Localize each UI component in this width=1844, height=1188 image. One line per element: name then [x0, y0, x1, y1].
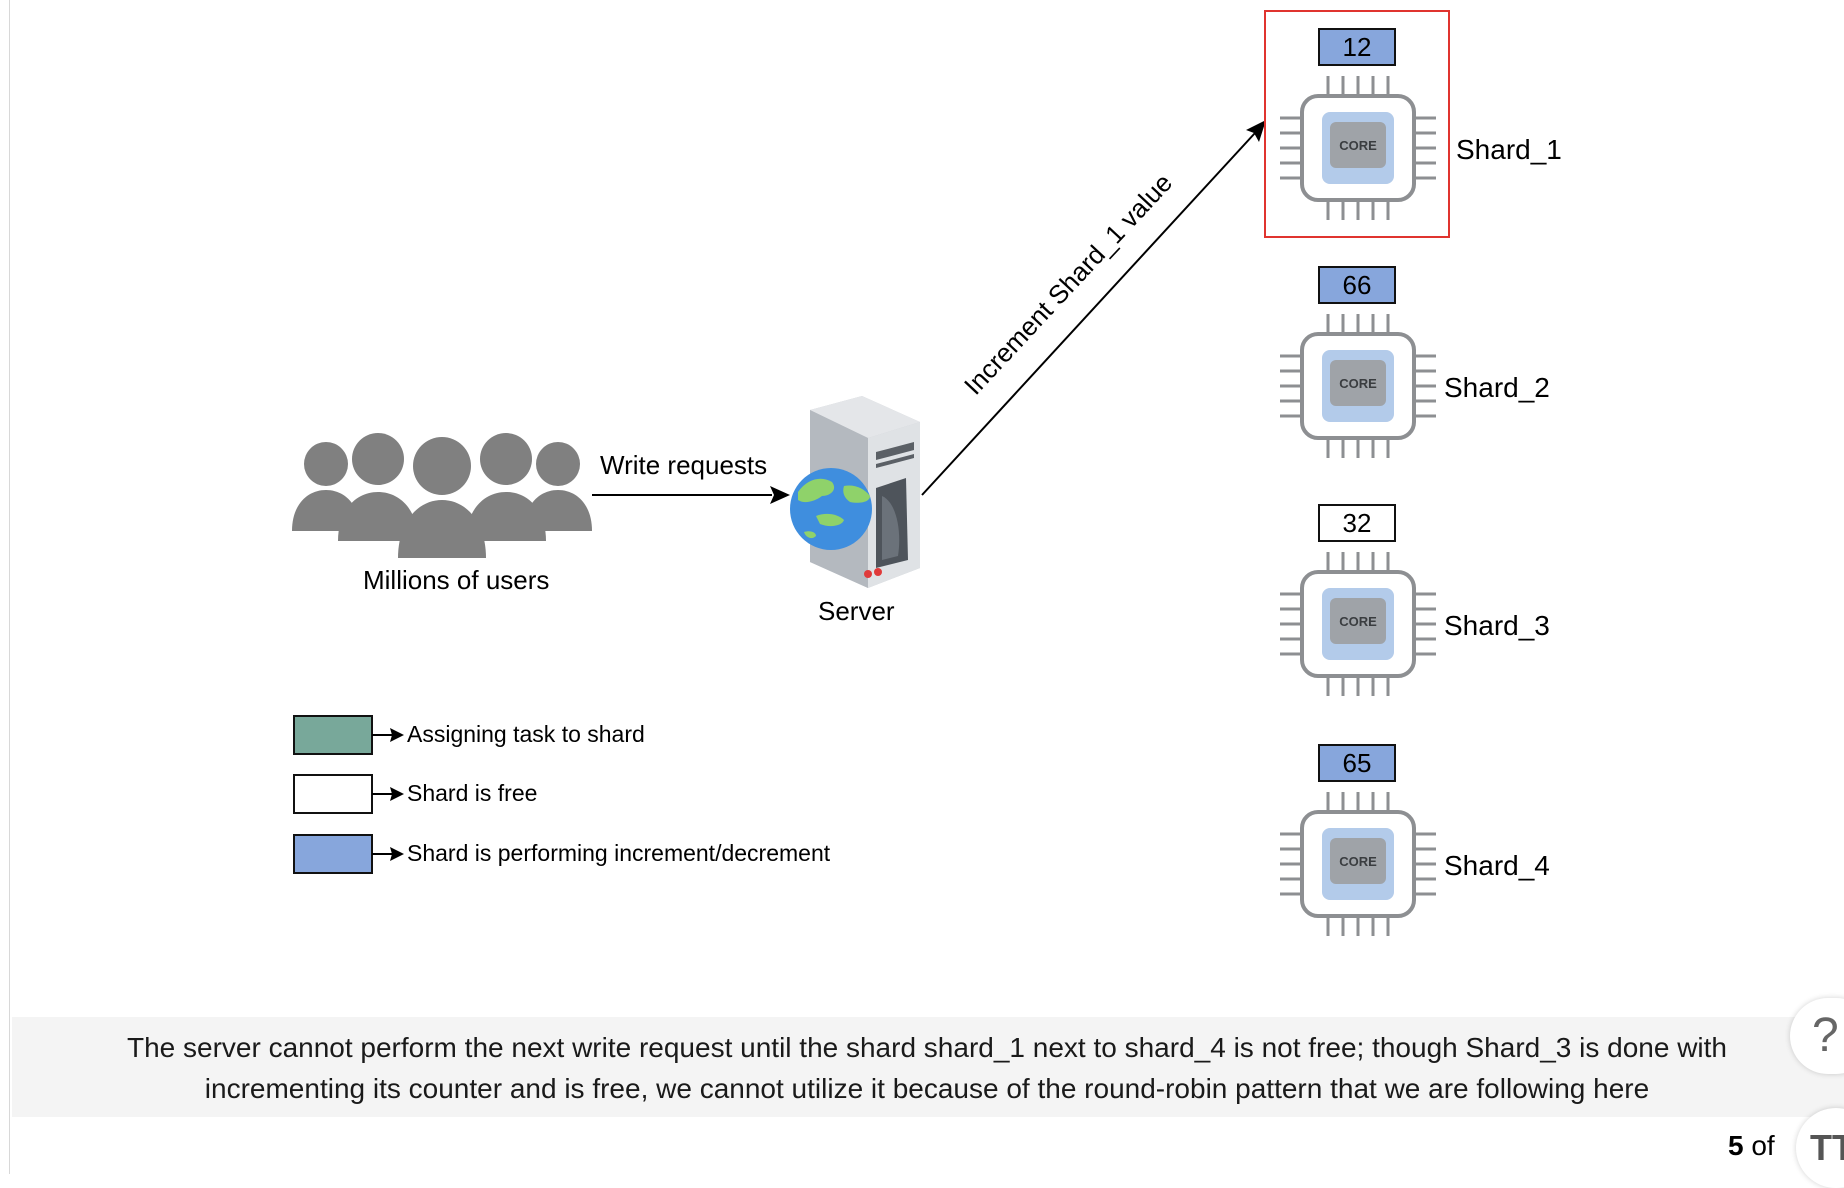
shard-1-value: 12 — [1318, 28, 1396, 66]
caption-text: The server cannot perform the next write… — [126, 1032, 1728, 1104]
shard-4-label: Shard_4 — [1444, 850, 1550, 881]
shard-2-label: Shard_2 — [1444, 372, 1550, 403]
slide-pager: 5 of — [1728, 1130, 1775, 1162]
chip-icon: CORE — [1280, 314, 1436, 458]
svg-text:CORE: CORE — [1339, 854, 1377, 869]
chip-icon: CORE — [1280, 76, 1436, 220]
shard-3-label: Shard_3 — [1444, 610, 1550, 641]
users-group-icon — [292, 433, 592, 558]
left-border — [9, 0, 10, 1174]
shard-1-label: Shard_1 — [1456, 134, 1562, 165]
svg-text:CORE: CORE — [1339, 614, 1377, 629]
text-size-icon: TT — [1810, 1127, 1844, 1168]
arrows-layer — [592, 120, 1266, 504]
shard-2-value: 66 — [1318, 266, 1396, 304]
legend-arrows — [372, 728, 404, 861]
shard-4-value: 65 — [1318, 744, 1396, 782]
users-label: Millions of users — [363, 565, 550, 595]
pager-of: of — [1751, 1130, 1775, 1161]
increment-arrow — [921, 132, 1256, 496]
legend-text-assigning: Assigning task to shard — [407, 721, 645, 747]
legend-text-performing: Shard is performing increment/decrement — [407, 840, 831, 866]
shard-1-highlight — [1264, 10, 1450, 238]
svg-text:CORE: CORE — [1339, 138, 1377, 153]
increment-arrowhead — [1246, 120, 1266, 142]
shard-3-value: 32 — [1318, 504, 1396, 542]
legend-swatch-performing — [293, 834, 373, 874]
chip-icon: CORE — [1280, 792, 1436, 936]
caption-bar: The server cannot perform the next write… — [12, 1017, 1844, 1117]
server-icon — [790, 396, 920, 588]
write-requests-label: Write requests — [600, 450, 768, 480]
legend-swatch-free — [293, 774, 373, 814]
legend-text-free: Shard is free — [407, 780, 538, 806]
text-size-button[interactable]: TT — [1796, 1108, 1844, 1188]
write-requests-arrowhead — [770, 486, 790, 504]
svg-text:CORE: CORE — [1339, 376, 1377, 391]
pager-current: 5 — [1728, 1130, 1744, 1161]
help-button[interactable]: ? — [1790, 998, 1844, 1074]
chip-icon: CORE — [1280, 552, 1436, 696]
question-mark-icon: ? — [1812, 1009, 1839, 1062]
legend-swatch-assigning — [293, 715, 373, 755]
server-label: Server — [818, 596, 895, 626]
